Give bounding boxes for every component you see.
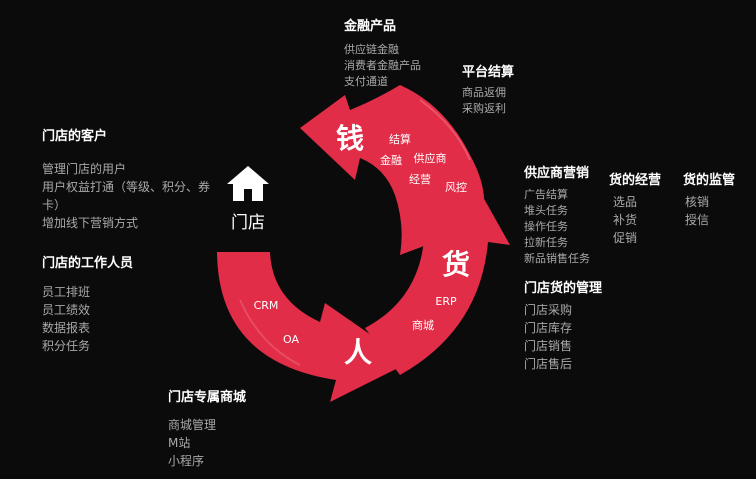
list-item: 员工排班 xyxy=(42,285,91,299)
list-item: 新品销售任务 xyxy=(524,252,590,265)
list-item: 商城管理 xyxy=(168,418,217,432)
finance-panel: 金融产品 供应链金融 消费者金融产品 支付通道 xyxy=(344,18,421,90)
list-item: 门店售后 xyxy=(524,357,573,371)
mall-title: 门店专属商城 xyxy=(168,390,247,405)
huo-label: 货 xyxy=(442,248,470,281)
goods-manage-title: 门店货的管理 xyxy=(524,281,603,296)
mall-panel: 门店专属商城 商城管理 M站 小程序 xyxy=(168,389,246,470)
ren-item-crm: CRM xyxy=(254,299,279,312)
home-icon xyxy=(227,166,269,201)
list-item: 供应链金融 xyxy=(344,43,399,56)
store-label: 门店 xyxy=(231,213,265,233)
list-item: 增加线下营销方式 xyxy=(42,216,139,230)
platform-panel: 平台结算 商品返佣 采购返利 xyxy=(462,64,514,117)
supplier-panel: 供应商营销 广告结算 堆头任务 操作任务 拉新任务 新品销售任务 xyxy=(524,165,590,267)
list-item: 门店库存 xyxy=(524,321,573,335)
list-item: 支付通道 xyxy=(344,75,388,88)
list-item: 促销 xyxy=(613,231,638,245)
finance-title: 金融产品 xyxy=(344,19,397,34)
goods-ops-panel: 货的经营 选品 补货 促销 xyxy=(609,172,661,247)
list-item: 选品 xyxy=(613,195,638,209)
list-item: 卡） xyxy=(42,198,67,212)
list-item: 采购返利 xyxy=(462,102,506,115)
goods-supervise-panel: 货的监管 核销 授信 xyxy=(683,172,735,229)
goods-supervise-title: 货的监管 xyxy=(683,173,736,188)
goods-ops-title: 货的经营 xyxy=(609,173,662,188)
qian-item-gongyingshang: 供应商 xyxy=(414,151,447,165)
list-item: 门店采购 xyxy=(524,303,573,317)
qian-label: 钱 xyxy=(336,122,364,155)
customers-title: 门店的客户 xyxy=(42,129,108,144)
staff-title: 门店的工作人员 xyxy=(42,256,134,271)
qian-item-jingying: 经营 xyxy=(409,172,431,186)
list-item: 员工绩效 xyxy=(42,303,91,317)
platform-title: 平台结算 xyxy=(462,65,515,80)
list-item: 拉新任务 xyxy=(524,236,568,249)
list-item: M站 xyxy=(168,436,191,450)
goods-manage-panel: 门店货的管理 门店采购 门店库存 门店销售 门店售后 xyxy=(524,280,602,373)
list-item: 数据报表 xyxy=(42,321,91,335)
list-item: 操作任务 xyxy=(524,220,568,233)
list-item: 核销 xyxy=(685,195,710,209)
list-item: 管理门店的用户 xyxy=(42,162,127,176)
list-item: 用户权益打通（等级、积分、券 xyxy=(42,180,211,194)
huo-arrow xyxy=(365,188,510,375)
list-item: 广告结算 xyxy=(524,188,568,201)
ren-item-oa: OA xyxy=(283,333,299,346)
qian-item-jinrong: 金融 xyxy=(380,153,402,167)
list-item: 补货 xyxy=(613,213,638,227)
list-item: 门店销售 xyxy=(524,339,573,353)
huo-item-shangcheng: 商城 xyxy=(412,318,434,332)
qian-item-fengkong: 风控 xyxy=(445,180,467,194)
qian-arrow xyxy=(300,85,485,255)
ren-arrow xyxy=(217,252,410,402)
list-item: 消费者金融产品 xyxy=(344,59,421,72)
list-item: 积分任务 xyxy=(42,339,91,353)
qian-item-jiesuan: 结算 xyxy=(389,132,411,146)
list-item: 堆头任务 xyxy=(524,204,568,217)
customers-panel: 门店的客户 管理门店的用户 用户权益打通（等级、积分、券 卡） 增加线下营销方式 xyxy=(42,128,232,232)
list-item: 商品返佣 xyxy=(462,86,506,99)
list-item: 授信 xyxy=(685,213,710,227)
ren-label: 人 xyxy=(344,336,372,369)
huo-item-erp: ERP xyxy=(435,295,457,308)
supplier-title: 供应商营销 xyxy=(524,166,590,181)
list-item: 小程序 xyxy=(168,454,205,468)
staff-panel: 门店的工作人员 员工排班 员工绩效 数据报表 积分任务 xyxy=(42,255,133,355)
